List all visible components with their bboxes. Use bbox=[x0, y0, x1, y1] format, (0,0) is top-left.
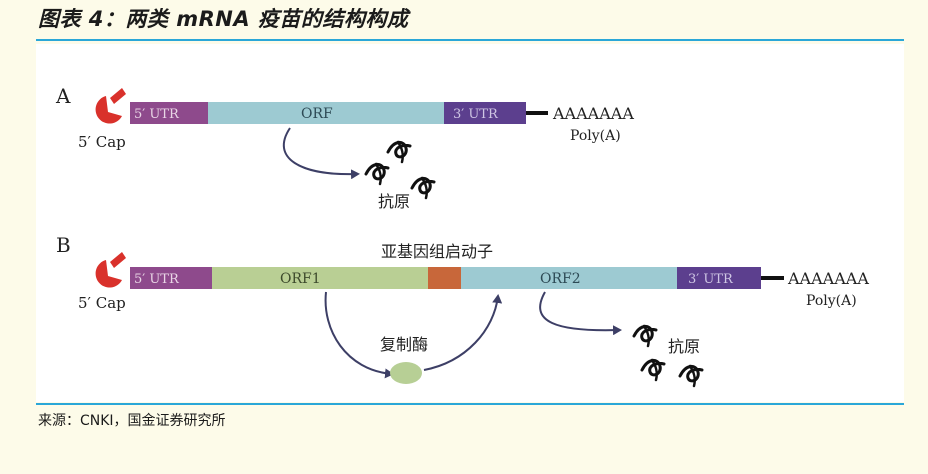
cap-a-label: 5′ Cap bbox=[78, 133, 126, 151]
polya-a-sequence: AAAAAAA bbox=[552, 104, 634, 123]
antigen-b-icon bbox=[632, 324, 704, 388]
orf2-segment bbox=[461, 267, 677, 289]
panel-a-letter: A bbox=[55, 84, 71, 108]
orf-a-segment bbox=[208, 102, 444, 124]
cap-a-icon bbox=[95, 88, 126, 124]
panel-b: B 亚基因组启动子 5′ Cap 5′ UTR ORF1 ORF2 3′ UTR… bbox=[56, 233, 869, 388]
utr3-b-segment bbox=[677, 267, 761, 289]
orf1-label: ORF1 bbox=[280, 271, 321, 287]
replicase-label: 复制酶 bbox=[380, 335, 428, 354]
panel-a: A 5′ Cap 5′ UTR ORF 3′ UTR AAAAAAA Poly(… bbox=[55, 84, 634, 211]
utr3-a-segment bbox=[444, 102, 526, 124]
source-note: 来源：CNKI，国金证券研究所 bbox=[38, 413, 226, 429]
panel-b-letter: B bbox=[56, 233, 71, 257]
utr3-a-label: 3′ UTR bbox=[453, 107, 499, 122]
orf-a-label: ORF bbox=[301, 106, 333, 122]
promoter-label: 亚基因组启动子 bbox=[381, 242, 493, 261]
promoter-segment bbox=[428, 267, 461, 289]
polya-a-label: Poly(A) bbox=[570, 128, 621, 144]
antigen-a-icon bbox=[364, 140, 436, 200]
translation-b-arrow bbox=[539, 291, 622, 336]
cap-b-icon bbox=[95, 252, 126, 288]
orf2-label: ORF2 bbox=[540, 271, 581, 287]
antigen-a-label: 抗原 bbox=[378, 192, 410, 211]
cap-b-label: 5′ Cap bbox=[78, 294, 126, 312]
polya-b-label: Poly(A) bbox=[806, 293, 857, 309]
bottom-rule bbox=[36, 403, 904, 405]
replicase-to-orf2-arrow bbox=[423, 294, 503, 371]
figure-title: 图表 4：两类 mRNA 疫苗的结构构成 bbox=[38, 7, 409, 31]
utr5-a-segment bbox=[130, 102, 208, 124]
utr3-b-label: 3′ UTR bbox=[688, 272, 734, 287]
replicase-icon bbox=[390, 362, 422, 384]
utr5-b-segment bbox=[130, 267, 212, 289]
utr5-a-label: 5′ UTR bbox=[134, 107, 180, 122]
orf1-segment bbox=[212, 267, 428, 289]
utr5-b-label: 5′ UTR bbox=[134, 272, 180, 287]
translation-a-arrow bbox=[283, 127, 360, 180]
polya-b-sequence: AAAAAAA bbox=[787, 269, 869, 288]
orf1-to-replicase-arrow bbox=[324, 291, 394, 379]
antigen-b-label: 抗原 bbox=[668, 337, 700, 356]
top-rule bbox=[36, 39, 904, 41]
